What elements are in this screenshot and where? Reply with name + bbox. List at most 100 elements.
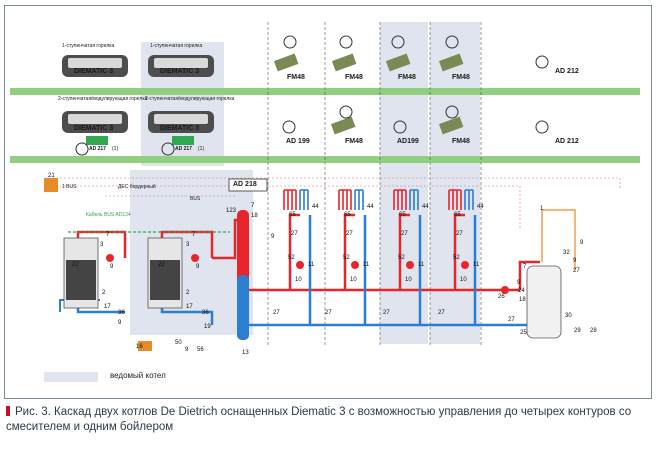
component-number: 27 [401, 231, 408, 237]
component-number: 9 [517, 280, 521, 286]
fm48-label: FM48 [287, 74, 305, 81]
component-number: 65 [289, 212, 296, 218]
component-number: 19 [204, 324, 211, 330]
control-wiring [60, 177, 621, 230]
outdoor-sensor [44, 178, 58, 192]
bus-note: BUS [190, 196, 201, 202]
component-number: 27 [456, 231, 463, 237]
component-number: 52 [453, 255, 460, 261]
fm48-label: FM48 [452, 74, 470, 81]
regulator-title: 1-ступенчатая горелка [62, 43, 115, 49]
heating-circuits [283, 189, 462, 210]
component-number: 24 [518, 288, 525, 294]
sensor-icon [75, 142, 89, 156]
component-number: 16 [136, 344, 143, 350]
module-chip-right [172, 136, 194, 145]
bus-note: 1 BUS [62, 184, 77, 190]
component-number: 27 [291, 231, 298, 237]
component-number: 10 [295, 277, 302, 283]
regulator-title: 2-ступенчатая/модулирующая горелка [58, 96, 148, 102]
component-number: 1 [540, 206, 544, 212]
regulator-title: 2-ступенчатая/модулирующая горелка [145, 96, 235, 102]
component-number: 27 [573, 268, 580, 274]
caption-marker [6, 406, 10, 416]
component-number: 29 [574, 328, 581, 334]
component-number: 32 [563, 250, 570, 256]
heating-circuits-return [299, 189, 474, 210]
component-number: 11 [473, 262, 480, 268]
component-number: 17 [104, 304, 111, 310]
component-number: 27 [325, 310, 332, 316]
component-number: 65 [399, 212, 406, 218]
component-number: 9 [185, 347, 189, 353]
fm48-label: FM48 [398, 74, 416, 81]
diematic-label: DIEMATIC 3 [160, 125, 200, 132]
ad217-label: AD 217 [175, 146, 192, 152]
component-number: 27 [508, 317, 515, 323]
component-number: 18 [519, 297, 526, 303]
fm48-label: FM48 [345, 74, 363, 81]
component-number: 10 [460, 277, 467, 283]
legend-swatch [44, 372, 98, 382]
expansion-vessel [138, 341, 152, 351]
component-number: 26 [498, 294, 505, 300]
ad199-label: AD 199 [286, 138, 310, 145]
component-number: 22 [158, 262, 165, 268]
dhw-control-line [541, 209, 576, 270]
component-number: 52 [398, 255, 405, 261]
ad218-label: AD 218 [233, 181, 257, 188]
component-number: 7 [523, 264, 527, 270]
component-number: 9 [196, 264, 200, 270]
component-number: 36 [118, 310, 125, 316]
component-number: 9 [271, 234, 275, 240]
fm48-label: FM48 [345, 138, 363, 145]
component-number: 22 [72, 262, 79, 268]
component-number: 123 [226, 208, 237, 214]
component-number: 11 [363, 262, 370, 268]
component-number: 10 [350, 277, 357, 283]
component-number: 17 [186, 304, 193, 310]
diematic-label: DIEMATIC 3 [74, 68, 114, 75]
component-number: 27 [438, 310, 445, 316]
sensor-icon [161, 142, 175, 156]
component-number: 27 [383, 310, 390, 316]
dhw-tank [526, 265, 562, 339]
component-number: 18 [251, 213, 258, 219]
caption-text: Рис. 3. Каскад двух котлов De Dietrich о… [6, 406, 632, 433]
figure-caption: Рис. 3. Каскад двух котлов De Dietrich о… [6, 405, 651, 435]
sensor-icons-row1 [283, 35, 549, 69]
shade-circuit-4 [430, 22, 480, 344]
component-number: 44 [422, 204, 429, 210]
component-number: 2 [186, 290, 190, 296]
pumps [106, 254, 509, 294]
ad217-label: AD 217 [89, 146, 106, 152]
fm48-label: FM48 [452, 138, 470, 145]
hydraulic-separator-cold [237, 275, 249, 340]
component-number: 44 [477, 204, 484, 210]
diematic-label: DIEMATIC 3 [74, 125, 114, 132]
diematic-label: DIEMATIC 3 [160, 68, 200, 75]
sensor-note: ДЕС бордерный [118, 184, 156, 190]
regulator-title: 1-ступенчатая горелка [150, 43, 203, 49]
component-number: 13 [242, 350, 249, 356]
ad212-label: AD 212 [555, 138, 579, 145]
component-number: 10 [405, 277, 412, 283]
component-number: 36 [202, 310, 209, 316]
ad217-note: (1) [198, 146, 205, 152]
fm48-board-row1 [273, 53, 464, 72]
component-number: 7 [192, 232, 196, 238]
component-number: 9 [580, 240, 584, 246]
fm48-board-row2 [330, 116, 464, 135]
column-separators [267, 22, 482, 345]
ad199-label: AD199 [397, 138, 419, 145]
diematic-panel-1 [62, 55, 128, 77]
diematic-panel-4 [148, 111, 214, 133]
sensor-icons-row2 [282, 105, 549, 134]
component-number: 50 [175, 340, 182, 346]
component-number: 11 [418, 262, 425, 268]
diematic-panel-3 [62, 111, 128, 133]
bus-band-1 [10, 88, 640, 95]
ad212-label: AD 212 [555, 68, 579, 75]
component-number: 44 [367, 204, 374, 210]
